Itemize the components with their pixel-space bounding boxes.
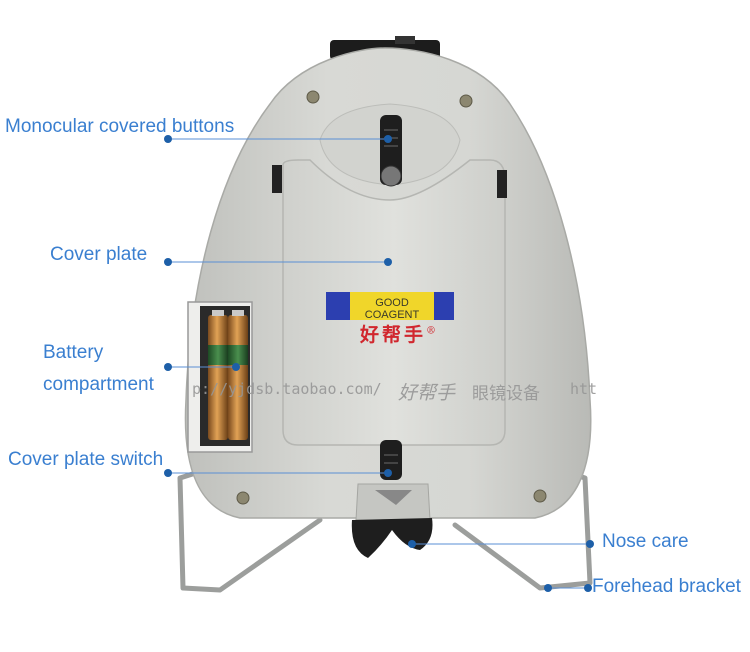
brand-sticker: [326, 292, 454, 320]
label-cover-plate-switch: Cover plate switch: [8, 449, 164, 470]
watermark-brand: 好帮手: [398, 382, 456, 404]
label-nose-care: Nose care: [602, 531, 689, 552]
leader-dot-icon: [164, 135, 594, 592]
watermark-url: p://yjdsb.taobao.com/: [192, 380, 382, 398]
label-forehead-bracket: Forehead bracket: [592, 576, 741, 597]
label-battery-line1: Battery: [43, 342, 104, 363]
label-cover-plate: Cover plate: [50, 244, 148, 265]
sticker-brand-cn: 好帮手®: [359, 324, 436, 346]
label-monocular-buttons: Monocular covered buttons: [5, 116, 235, 137]
label-battery-line2: compartment: [43, 374, 154, 395]
battery-compartment: [187, 301, 253, 453]
watermark-slogan: 眼镜设备: [472, 384, 540, 404]
monocular-button: [380, 115, 402, 187]
screw-icon: [236, 90, 547, 505]
sticker-text: GOOD COAGENT: [364, 297, 420, 321]
leader-lines: [168, 138, 590, 589]
watermark-tail: htt: [570, 380, 598, 398]
nose-care: [351, 483, 433, 558]
